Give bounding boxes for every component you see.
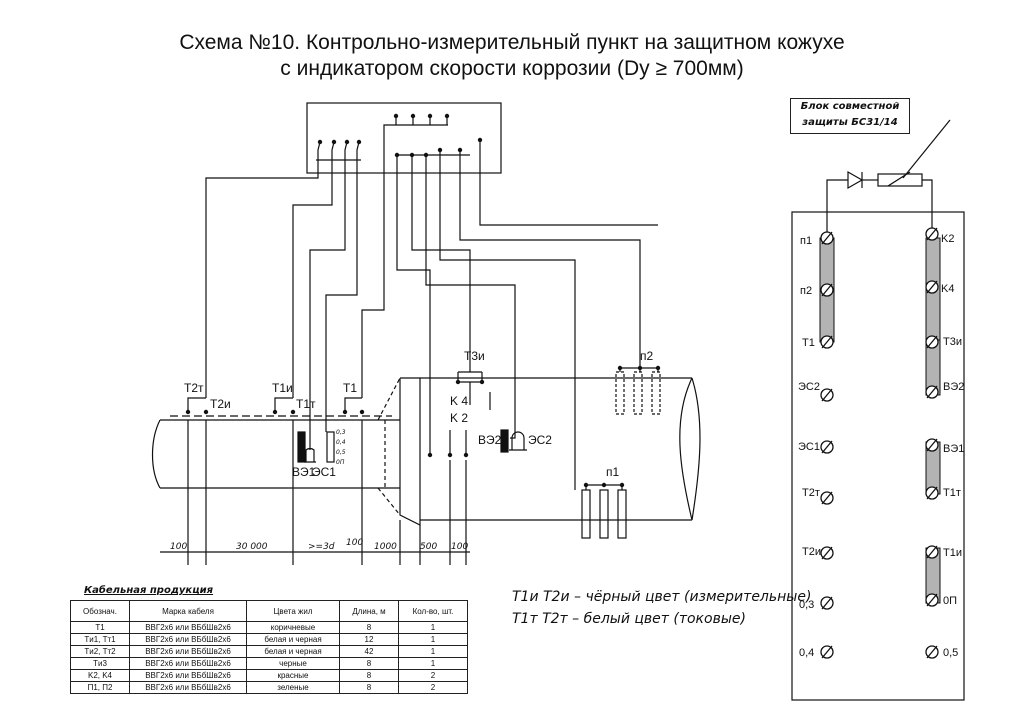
- diagram-title-line-1: Схема №10. Контрольно-измерительный пунк…: [179, 31, 845, 54]
- table-cell: черные: [246, 657, 340, 670]
- table-cell: T1: [70, 621, 130, 634]
- terminal-left-label: T2и: [802, 546, 821, 558]
- indicator-mark: 0,5: [336, 449, 346, 456]
- table-cell: 1: [398, 621, 468, 634]
- terminal-right-label: T1и: [943, 547, 962, 559]
- table-cell: 12: [339, 633, 399, 646]
- table-cell: ВВГ2х6 или ВБбШв2х6: [129, 669, 247, 682]
- table-cell: 8: [339, 669, 399, 682]
- terminal-left-label: п1: [800, 235, 812, 247]
- terminal-left-label: T2т: [802, 487, 820, 499]
- terminal-right-label: K4: [941, 283, 954, 295]
- dimension-label: >=3d: [308, 542, 335, 552]
- terminal-left-label: 0,4: [799, 647, 814, 659]
- table-cell: П1, П2: [70, 681, 130, 694]
- column-header: Обознач.: [70, 600, 130, 622]
- terminal-left-label: 0,3: [799, 599, 814, 611]
- protection-block-label: Блок совместной защиты БС31/14: [790, 98, 910, 134]
- label-t2-current: T2т: [184, 381, 204, 395]
- table-cell: ВВГ2х6 или ВБбШв2х6: [129, 681, 247, 694]
- table-cell: коричневые: [246, 621, 340, 634]
- table-cell: белая и черная: [246, 633, 340, 646]
- protection-block: [791, 211, 965, 701]
- label-p1: п1: [606, 465, 619, 479]
- table-cell: 8: [339, 681, 399, 694]
- indicator-mark: 0П: [336, 459, 345, 466]
- left-terminals: [820, 231, 834, 659]
- table-row: Tи1, Tт1 ВВГ2х6 или ВБбШв2х6 белая и чер…: [70, 633, 468, 646]
- terminal-left-label: ЭС1: [798, 441, 820, 453]
- dimension-label: 100: [170, 542, 187, 552]
- table-header-row: Обознач. Марка кабеля Цвета жил Длина, м…: [70, 600, 468, 622]
- indicator-mark: 0,4: [336, 439, 346, 446]
- label-t2-measure: T2и: [210, 397, 231, 411]
- table-cell: Tи1, Tт1: [70, 633, 130, 646]
- table-cell: белая и черная: [246, 645, 340, 658]
- dimension-label: 500: [420, 542, 437, 552]
- label-t1-current: T1т: [296, 397, 316, 411]
- legend-current-wires: T1т T2т – белый цвет (токовые): [512, 611, 746, 627]
- label-t3: T3и: [464, 349, 485, 363]
- table-cell: ВВГ2х6 или ВБбШв2х6: [129, 645, 247, 658]
- column-header: Марка кабеля: [129, 600, 247, 622]
- label-t1-measure: T1и: [272, 381, 293, 395]
- table-row: K2, K4 ВВГ2х6 или ВБбШв2х6 красные 8 2: [70, 669, 468, 682]
- indicator-mark: 0,3: [336, 429, 346, 436]
- right-terminals: [925, 227, 939, 659]
- cable-table-caption: Кабельная продукция: [84, 585, 214, 596]
- terminal-left-label: п2: [800, 285, 812, 297]
- label-ve2: ВЭ2: [478, 433, 502, 447]
- legend-measure-wires: T1и T2и – чёрный цвет (измерительные): [512, 589, 812, 605]
- label-ve1: ВЭ1: [292, 465, 316, 479]
- terminal-right-label: T3и: [943, 336, 962, 348]
- dimension-label: 30 000: [236, 542, 268, 552]
- table-cell: 1: [398, 645, 468, 658]
- table-row: Tи3 ВВГ2х6 или ВБбШв2х6 черные 8 1: [70, 657, 468, 670]
- table-cell: ВВГ2х6 или ВБбШв2х6: [129, 621, 247, 634]
- column-header: Цвета жил: [246, 600, 340, 622]
- table-cell: Tи3: [70, 657, 130, 670]
- label-es1: ЭС1: [312, 465, 336, 479]
- label-k2: K 2: [450, 411, 468, 425]
- table-cell: 2: [398, 669, 468, 682]
- terminal-right-label: T1т: [943, 487, 961, 499]
- table-cell: 2: [398, 681, 468, 694]
- label-k4: K 4: [450, 394, 468, 408]
- column-header: Кол-во, шт.: [398, 600, 468, 622]
- terminal-right-label: ВЭ1: [943, 443, 964, 455]
- dimension-label: 100: [451, 542, 468, 552]
- label-t1: T1: [343, 381, 357, 395]
- table-row: T1 ВВГ2х6 или ВБбШв2х6 коричневые 8 1: [70, 621, 468, 634]
- table-cell: зеленые: [246, 681, 340, 694]
- table-cell: 1: [398, 633, 468, 646]
- table-cell: K2, K4: [70, 669, 130, 682]
- table-row: П1, П2 ВВГ2х6 или ВБбШв2х6 зеленые 8 2: [70, 681, 468, 694]
- table-cell: 8: [339, 657, 399, 670]
- dimension-label: 1000: [374, 542, 397, 552]
- terminal-left-label: ЭС2: [798, 381, 820, 393]
- table-cell: Tи2, Tт2: [70, 645, 130, 658]
- table-cell: ВВГ2х6 или ВБбШв2х6: [129, 633, 247, 646]
- label-es2: ЭС2: [528, 433, 552, 447]
- table-cell: 1: [398, 657, 468, 670]
- label-p2: п2: [640, 349, 653, 363]
- terminal-right-label: ВЭ2: [943, 381, 964, 393]
- terminal-left-label: T1: [802, 337, 815, 349]
- terminal-right-label: 0П: [943, 595, 957, 607]
- table-cell: 42: [339, 645, 399, 658]
- kip-box: [306, 102, 502, 174]
- table-cell: красные: [246, 669, 340, 682]
- diagram-title-line-2: с индикатором скорости коррозии (Dy ≥ 70…: [280, 57, 744, 80]
- dimension-label: 100: [346, 538, 363, 548]
- table-cell: ВВГ2х6 или ВБбШв2х6: [129, 657, 247, 670]
- table-cell: 8: [339, 621, 399, 634]
- cable-table: Обознач. Марка кабеля Цвета жил Длина, м…: [70, 600, 468, 694]
- column-header: Длина, м: [339, 600, 399, 622]
- terminal-right-label: K2: [941, 233, 954, 245]
- terminal-right-label: 0,5: [943, 647, 958, 659]
- table-row: Tи2, Tт2 ВВГ2х6 или ВБбШв2х6 белая и чер…: [70, 645, 468, 658]
